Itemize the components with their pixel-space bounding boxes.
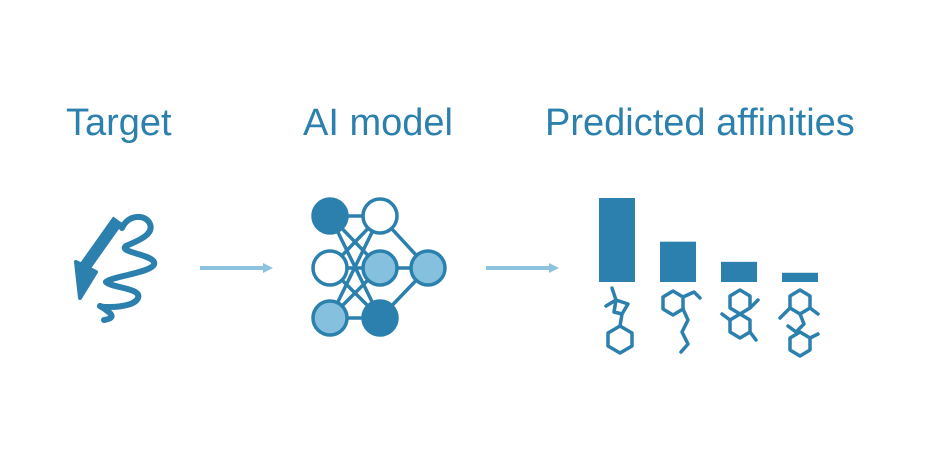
molecule-icon bbox=[778, 288, 820, 358]
network-node bbox=[311, 299, 349, 337]
affinity-bar bbox=[721, 261, 757, 282]
affinity-bar bbox=[599, 198, 635, 282]
neural-network-icon bbox=[311, 197, 447, 337]
network-edge bbox=[328, 215, 382, 319]
network-node bbox=[361, 249, 399, 287]
ai-model-label: AI model bbox=[303, 102, 453, 144]
network-node bbox=[311, 197, 349, 235]
network-node bbox=[361, 197, 399, 235]
network-node bbox=[361, 299, 399, 337]
network-node bbox=[409, 249, 447, 287]
affinity-bar bbox=[782, 272, 818, 282]
protein-structure-icon bbox=[74, 214, 157, 323]
network-node bbox=[311, 249, 349, 287]
predicted-affinities-label: Predicted affinities bbox=[545, 102, 855, 144]
affinity-bar bbox=[660, 241, 696, 282]
molecule-icon bbox=[661, 289, 702, 354]
target-label: Target bbox=[66, 102, 172, 144]
molecule-icon bbox=[604, 286, 634, 355]
molecule-icon bbox=[720, 288, 760, 342]
